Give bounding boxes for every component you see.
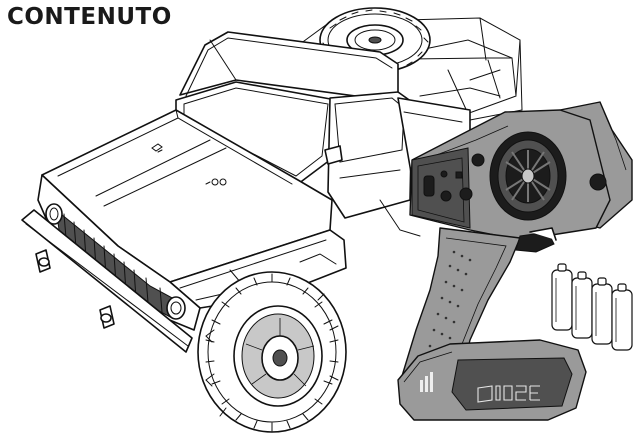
aa-battery-icon (551, 263, 573, 331)
rc-truck-illustration (21, 7, 523, 433)
battery-level-icon (420, 372, 433, 392)
power-switch (423, 175, 435, 197)
trim-knob-icon (459, 187, 473, 201)
aa-battery-icon (611, 283, 633, 351)
grip-texture (424, 250, 472, 368)
brand-logo (477, 385, 540, 403)
front-bumper (21, 209, 193, 353)
truck-hood (41, 109, 347, 309)
front-wheel (197, 271, 347, 433)
transmitter-illustration (397, 101, 633, 421)
truck-grille (37, 174, 201, 331)
trim-knob-icon (589, 173, 607, 191)
aa-battery-icon (591, 277, 613, 345)
steering-wheel-icon (489, 131, 567, 221)
aa-batteries-illustration (551, 263, 633, 351)
page-title: CONTENUTO (7, 4, 172, 30)
trim-knob-icon (471, 153, 485, 167)
aa-battery-icon (571, 271, 593, 339)
trim-knob-icon (440, 190, 452, 202)
truck-cab (175, 31, 471, 219)
